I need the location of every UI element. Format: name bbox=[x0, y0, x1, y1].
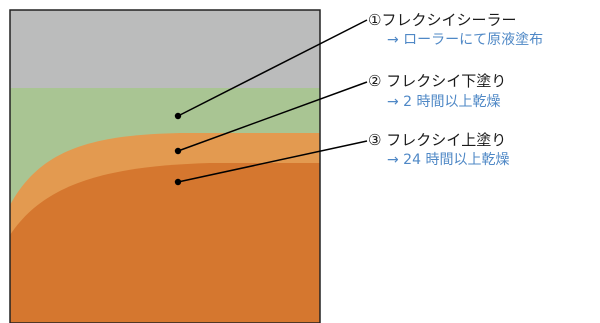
layer-1-title: ①フレクシイシーラー bbox=[368, 11, 516, 29]
leader-line-3 bbox=[177, 140, 368, 183]
layer-3-note: → 24 時間以上乾燥 bbox=[387, 152, 509, 168]
topcoat-layer bbox=[10, 163, 320, 323]
layer-1-note: → ローラーにて原液塗布 bbox=[387, 31, 543, 48]
leader-line-2 bbox=[177, 81, 368, 152]
marker-dot-2 bbox=[174, 147, 182, 155]
layer-2-note: → 2 時間以上乾燥 bbox=[387, 94, 501, 110]
leader-line-1 bbox=[177, 19, 368, 117]
layer-3-title: ③ フレクシイ上塗り bbox=[368, 131, 506, 149]
marker-dot-3 bbox=[174, 178, 182, 186]
marker-dot-1 bbox=[174, 112, 182, 120]
diagram-frame bbox=[9, 9, 321, 323]
gray-zone bbox=[10, 10, 320, 88]
layer-2-title: ② フレクシイ下塗り bbox=[368, 72, 506, 90]
